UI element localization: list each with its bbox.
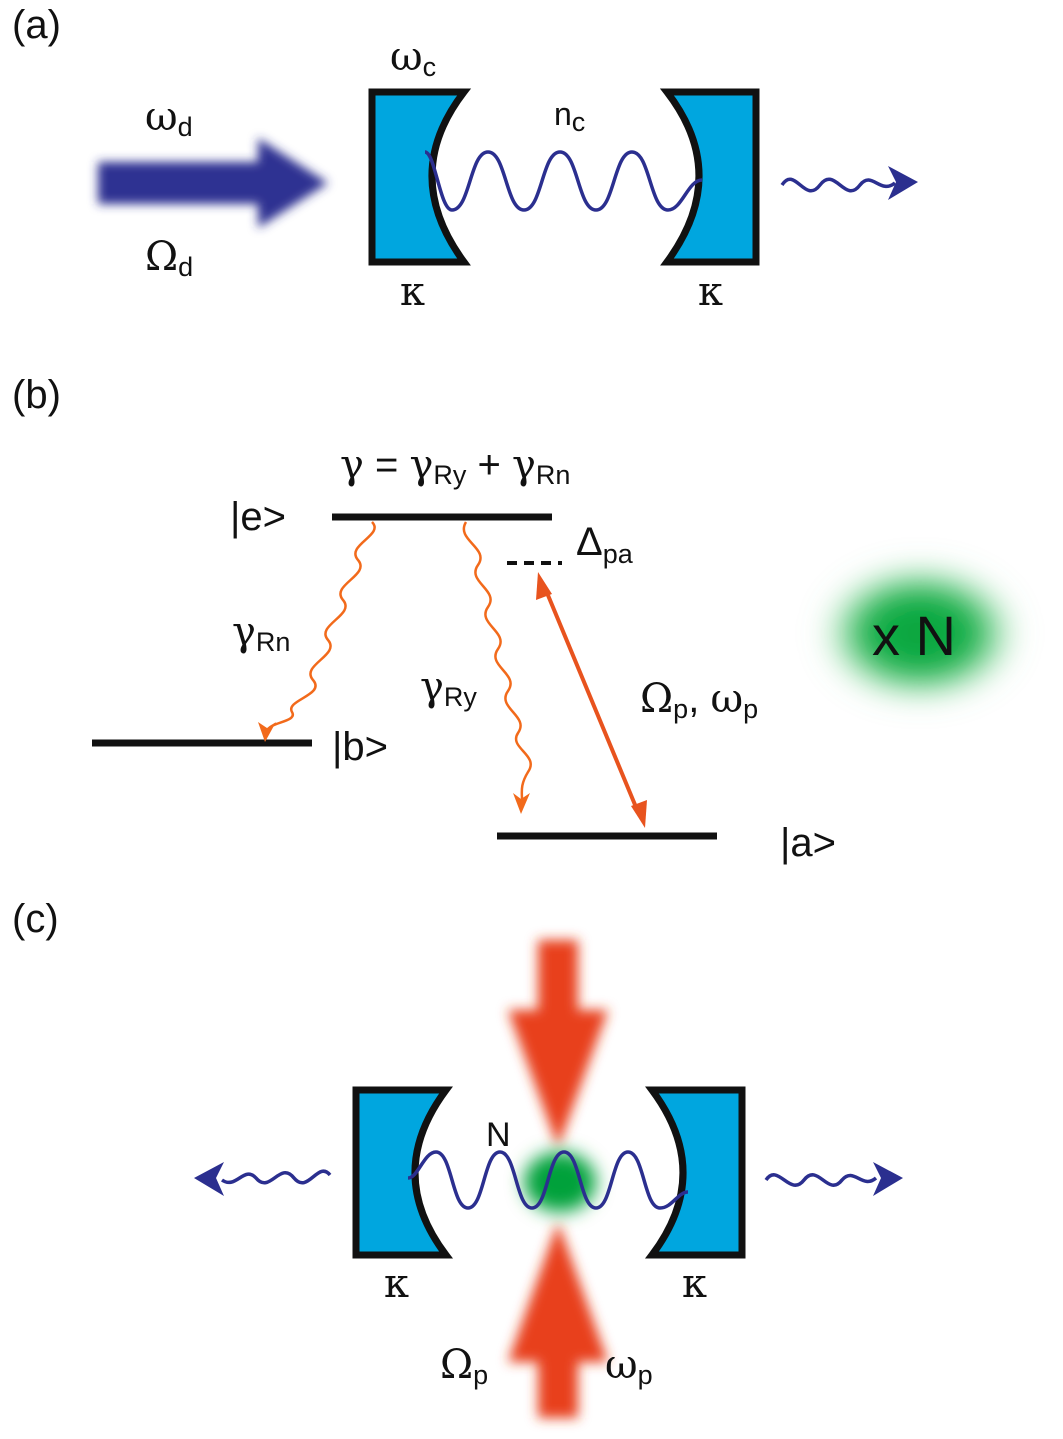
omega-c-label: ωc [390, 34, 436, 82]
kappa-right-label: κ [682, 1261, 707, 1307]
drive-arrow-icon [98, 138, 328, 228]
pump-frequency-label: ωp [605, 1342, 653, 1390]
probe-transition-arrow [536, 572, 647, 828]
panel-c-label: (c) [12, 897, 59, 941]
omega-d-label: ωd [145, 94, 193, 142]
panel-c: (c) N κ κ Ωp ωp [12, 897, 903, 1418]
output-photon-icon [780, 166, 918, 200]
decay-ry-arrow [462, 521, 532, 814]
pump-rabi-label: Ωp [440, 1342, 488, 1390]
probe-label: Ωp, ωp [640, 676, 758, 724]
level-e-label: |e> [230, 495, 286, 539]
gamma-rn-label: γRn [232, 609, 290, 657]
level-a-label: |a> [780, 821, 836, 865]
kappa-left-label: κ [400, 269, 425, 315]
output-photon-right-icon [764, 1162, 903, 1196]
cavity-wave-icon [407, 1150, 689, 1210]
atom-cloud-icon [524, 1152, 596, 1212]
detuning-label: Δpa [576, 520, 634, 569]
left-mirror-icon [352, 1086, 454, 1259]
kappa-left-label: κ [384, 1261, 409, 1307]
panel-a-label: (a) [12, 3, 61, 47]
output-photon-left-icon [194, 1162, 332, 1196]
cavity-wave-icon [424, 150, 703, 212]
level-b-label: |b> [332, 725, 388, 769]
left-mirror-icon [368, 88, 472, 266]
atom-ensemble-cloud-icon [820, 563, 1020, 703]
kappa-right-label: κ [698, 269, 723, 315]
gamma-ry-label: γRy [420, 664, 477, 712]
gamma-equation: γ = γRy + γRn [340, 442, 570, 490]
decay-rn-arrow [258, 521, 376, 742]
n-c-label: nc [554, 96, 585, 137]
pump-beam-bottom-icon [508, 1222, 608, 1418]
panel-b: (b) γ = γRy + γRn |e> |b> |a> Δpa [12, 373, 1020, 865]
panel-a: (a) ωc ωd Ωd nc κ κ [12, 3, 918, 315]
pump-beam-top-icon [508, 940, 608, 1148]
panel-b-label: (b) [12, 373, 61, 417]
right-mirror-icon [644, 1086, 746, 1259]
atom-number-label: N [486, 1116, 511, 1154]
ensemble-label: x N [872, 604, 956, 667]
right-mirror-icon [659, 88, 760, 266]
rabi-d-label: Ωd [145, 234, 193, 282]
